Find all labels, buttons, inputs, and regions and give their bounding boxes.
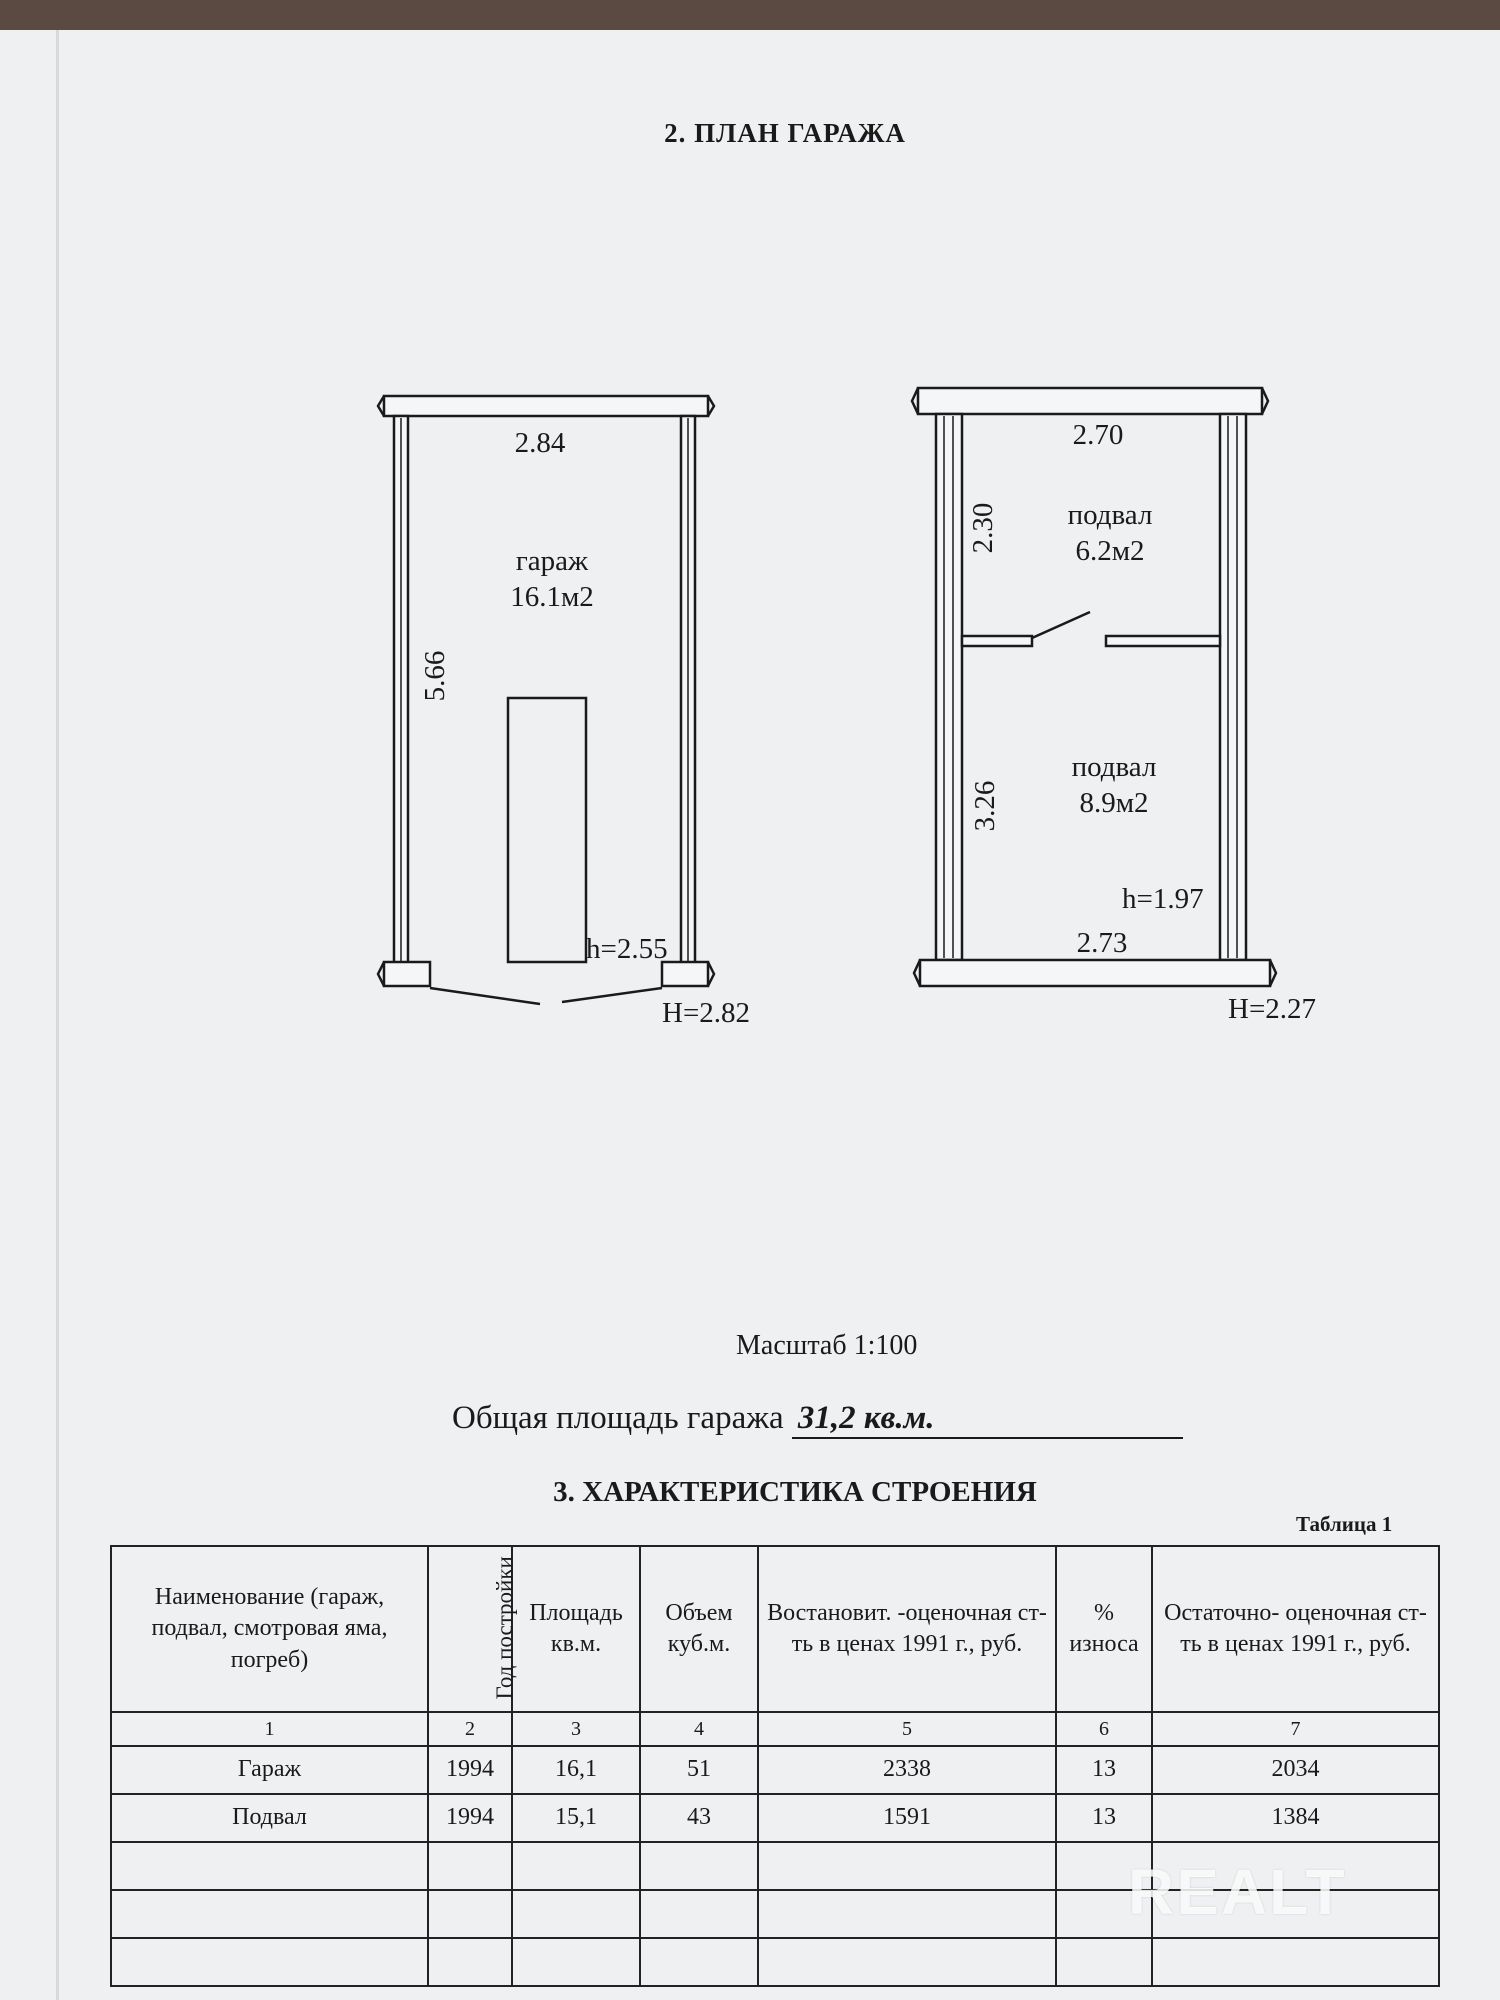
cell-year: 1994 [427,1793,513,1843]
cell-wear: 13 [1055,1745,1153,1795]
garage-floor-plans: 2.84 гараж 16.1м2 5.66 h=2.55 H=2.82 2.7… [376,386,1316,1029]
table-empty-row [110,1841,1440,1891]
garage-room-name: гараж [516,545,589,577]
plan-heading: 2. ПЛАН ГАРАЖА [664,118,906,148]
left-inner-height: h=2.55 [586,933,668,965]
scale-label: Масштаб 1:100 [736,1330,918,1361]
total-area-label: Общая площадь гаража [452,1400,784,1436]
realt-watermark: REALT [1128,1856,1347,1928]
header-area: Площадь кв.м. [511,1545,641,1713]
table-row: Подвал 1994 15,1 43 1591 13 1384 [110,1793,1440,1843]
col-num-2: 2 [427,1711,513,1747]
cell-name: Подвал [110,1793,429,1843]
upper-length-label: 2.30 [967,503,999,554]
cell-year: 1994 [427,1745,513,1795]
table-header-row: Наименование (гараж, подвал, смотровая я… [110,1545,1440,1713]
left-length-label: 5.66 [419,651,451,702]
right-width-top-label: 2.70 [1073,419,1124,451]
cell-residual-cost: 2034 [1151,1745,1440,1795]
cell-area: 16,1 [511,1745,641,1795]
header-name: Наименование (гараж, подвал, смотровая я… [110,1545,429,1713]
header-year-text: Год постройки [491,1556,517,1700]
cell-volume: 43 [639,1793,759,1843]
table-empty-row [110,1889,1440,1939]
lower-basement-area: 8.9м2 [1079,787,1148,819]
header-residual-cost: Остаточно- оценочная ст-ть в ценах 1991 … [1151,1545,1440,1713]
right-width-bottom-label: 2.73 [1077,927,1128,959]
garage-room-area: 16.1м2 [510,581,594,613]
header-year: Год постройки [427,1545,517,1713]
right-outer-height: H=2.27 [1228,993,1316,1025]
cell-replacement-cost: 1591 [757,1793,1057,1843]
upper-basement-area: 6.2м2 [1075,535,1144,567]
header-replacement-cost: Востановит. -оценочная ст-ть в ценах 199… [757,1545,1057,1713]
left-outer-height: H=2.82 [662,997,750,1029]
building-characteristics-table: Наименование (гараж, подвал, смотровая я… [110,1545,1440,1987]
cell-name: Гараж [110,1745,429,1795]
section3-title: 3. ХАРАКТЕРИСТИКА СТРОЕНИЯ [553,1476,1037,1508]
table-empty-row [110,1937,1440,1987]
lower-length-label: 3.26 [969,781,1001,832]
table-caption: Таблица 1 [1296,1512,1393,1536]
col-num-6: 6 [1055,1711,1153,1747]
header-volume: Объем куб.м. [639,1545,759,1713]
table-row: Гараж 1994 16,1 51 2338 13 2034 [110,1745,1440,1795]
col-num-5: 5 [757,1711,1057,1747]
total-area-value: 31,2 кв.м. [791,1400,1183,1439]
cell-replacement-cost: 2338 [757,1745,1057,1795]
col-num-3: 3 [511,1711,641,1747]
col-num-1: 1 [110,1711,429,1747]
left-width-label: 2.84 [515,427,566,459]
col-num-7: 7 [1151,1711,1440,1747]
cell-area: 15,1 [511,1793,641,1843]
left-plan-walls [376,394,716,1006]
lower-basement-name: подвал [1072,751,1157,783]
cell-residual-cost: 1384 [1151,1793,1440,1843]
header-wear: % износа [1055,1545,1153,1713]
paper-fold-line [56,30,59,2000]
upper-basement-name: подвал [1068,499,1153,531]
total-area-line: Общая площадь гаража 31,2 кв.м. [452,1400,1183,1439]
cell-volume: 51 [639,1745,759,1795]
table-number-row: 1 2 3 4 5 6 7 [110,1711,1440,1747]
right-plan-walls [910,386,1278,988]
col-num-4: 4 [639,1711,759,1747]
cell-wear: 13 [1055,1793,1153,1843]
right-inner-height: h=1.97 [1122,883,1204,915]
